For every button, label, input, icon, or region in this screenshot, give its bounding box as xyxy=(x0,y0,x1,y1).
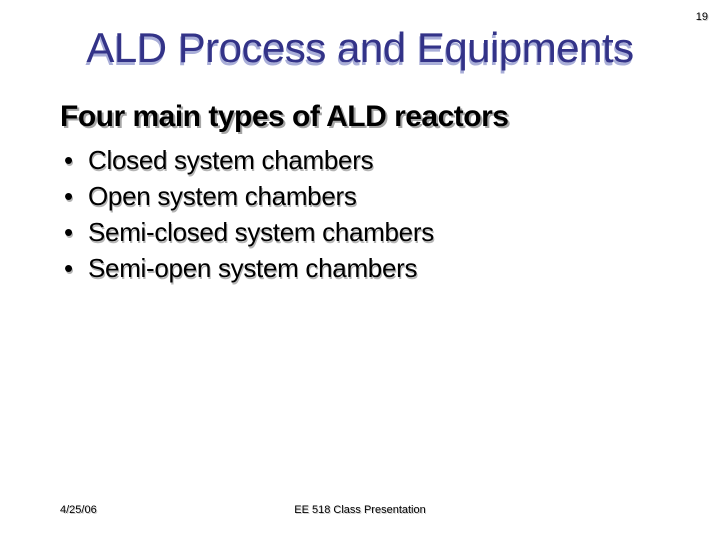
footer-date: 4/25/06 xyxy=(60,504,97,516)
bullet-marker-icon: • xyxy=(64,253,73,283)
bullet-marker-icon: • xyxy=(64,181,73,211)
bullet-marker-icon: • xyxy=(64,217,73,247)
bullet-text: Open system chambers xyxy=(88,181,357,211)
slide-footer: 4/25/06 EE 518 Class Presentation xyxy=(0,504,720,520)
bullet-text: Closed system chambers xyxy=(88,145,374,175)
bullet-text: Semi-closed system chambers xyxy=(88,217,434,247)
bullet-list: • Closed system chambers • Open system c… xyxy=(60,142,680,286)
bullet-item: • Open system chambers xyxy=(60,178,680,214)
bullet-item: • Semi-closed system chambers xyxy=(60,214,680,250)
slide-body: Four main types of ALD reactors • Closed… xyxy=(60,100,680,286)
bullet-text: Semi-open system chambers xyxy=(88,253,418,283)
bullet-item: • Semi-open system chambers xyxy=(60,250,680,286)
bullet-item: • Closed system chambers xyxy=(60,142,680,178)
bullet-marker-icon: • xyxy=(64,145,73,175)
body-heading: Four main types of ALD reactors xyxy=(60,100,509,133)
slide-title: ALD Process and Equipments xyxy=(86,24,634,71)
footer-presentation-title: EE 518 Class Presentation xyxy=(294,504,426,516)
slide-page-number: 19 xyxy=(695,11,708,23)
